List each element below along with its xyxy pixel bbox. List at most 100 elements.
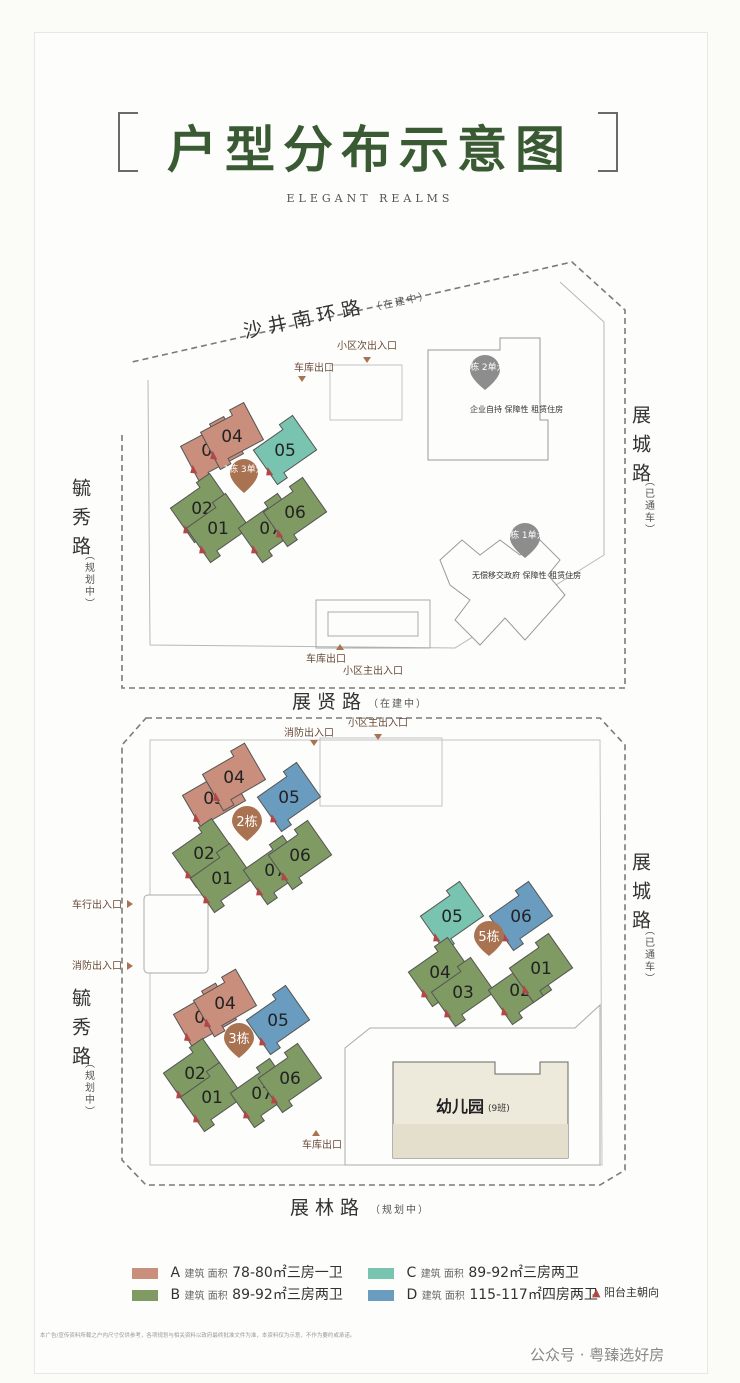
road-zhanlin-note: （规划中）: [370, 1203, 430, 1216]
unit-04: 04: [407, 936, 473, 1008]
balcony-marker: [204, 1018, 212, 1028]
balcony-marker: [433, 933, 441, 942]
pin-b1-1: 1栋 1单元: [504, 523, 546, 558]
balcony-marker: [251, 545, 259, 554]
unit-01: 01: [179, 1061, 245, 1133]
unit-label: 05: [267, 1011, 289, 1031]
unit-label: 01: [201, 1088, 223, 1108]
legend-c: C 建筑 面积 89-92㎡三房两卫: [368, 1262, 579, 1282]
balcony-marker: [184, 1032, 192, 1042]
unit-01: 01: [508, 932, 574, 1004]
legend-d: D 建筑 面积 115-117㎡四房两卫: [368, 1284, 598, 1304]
legend-area-a: 78-80㎡: [232, 1265, 287, 1281]
upper-rental-tower-2: [439, 539, 566, 646]
unit-shape: [257, 1042, 323, 1114]
unit-label: 04: [214, 994, 236, 1014]
legend-area-c: 89-92㎡: [468, 1265, 524, 1281]
road-zhancheng-upper-note: （已通车）: [643, 476, 655, 536]
legend-b: B 建筑 面积 89-92㎡三房两卫: [132, 1284, 343, 1304]
page-frame: [34, 32, 708, 1374]
unit-label: 02: [193, 844, 215, 864]
unit-label: 01: [211, 869, 233, 889]
unit-04: 04: [192, 968, 258, 1038]
unit-label: 02: [184, 1064, 206, 1084]
entrance-marker: [363, 357, 371, 363]
balcony-marker: [421, 989, 429, 998]
balcony-marker: [213, 792, 221, 802]
legend-sub-b: 建筑 面积: [184, 1291, 228, 1302]
entrance-fire-lower: 消防出入口: [284, 726, 334, 739]
unit-label: 05: [278, 788, 300, 808]
lower-west-plaza: [143, 894, 209, 974]
entrance-garage-lower: 车库出口: [302, 1138, 342, 1151]
road-zhanxian-note: （在建中）: [368, 697, 428, 710]
svg-text:2栋: 2栋: [236, 814, 257, 830]
legend-type-a: 三房一卫: [286, 1265, 343, 1281]
upper-garage-ramp: [315, 599, 431, 649]
rental-note-2: 无偿移交政府 保障性 租赁住房: [472, 570, 581, 580]
legend-key-b: B: [170, 1287, 181, 1303]
legend-a: A 建筑 面积 78-80㎡三房一卫: [132, 1262, 343, 1282]
legend-balcony: ▲ 阳台主朝向: [592, 1284, 659, 1300]
road-zhancheng-lower-note: （已通车）: [643, 925, 655, 985]
legend-area-d: 115-117㎡: [469, 1287, 542, 1303]
unit-label: 03: [452, 983, 474, 1003]
unit-shape: [201, 742, 267, 812]
upper-site-boundary: [121, 261, 626, 689]
unit-label: 01: [530, 959, 552, 979]
unit-label: 05: [441, 907, 463, 927]
road-zhanlin-label: 展林路: [290, 1197, 365, 1219]
legend-type-c: 三房两卫: [523, 1265, 580, 1281]
unit-04: 04: [201, 742, 267, 812]
entrance-marker: [312, 1130, 320, 1136]
unit-label: 04: [223, 768, 245, 788]
entrance-marker: [310, 740, 318, 746]
entrance-marker: [127, 900, 133, 908]
balcony-marker: [259, 1037, 267, 1046]
unit-label: 04: [221, 427, 243, 447]
entrance-marker: [374, 734, 382, 740]
unit-label: 06: [510, 907, 532, 927]
lower-open-plaza: [319, 737, 443, 807]
legend-balcony-label: 阳台主朝向: [603, 1286, 659, 1299]
unit-label: 05: [274, 441, 296, 461]
legend-type-b: 三房两卫: [286, 1287, 343, 1303]
entrance-marker: [298, 376, 306, 382]
unit-shape: [245, 984, 311, 1056]
unit-label: 06: [279, 1069, 301, 1089]
road-yuxiu-lower-note: （规划中）: [83, 1058, 95, 1118]
svg-text:1栋 3单元: 1栋 3单元: [223, 463, 264, 475]
entrance-garage-upper-2: 车库出口: [306, 652, 346, 665]
lower-inner-boundary: [149, 739, 603, 1166]
road-yuxiu-upper: 毓秀路: [69, 478, 91, 565]
pin-b5: 5栋: [474, 921, 504, 956]
balcony-marker: [210, 450, 218, 460]
road-shajing-note: （在建中）: [370, 289, 431, 314]
legend-area-b: 89-92㎡: [232, 1287, 287, 1303]
unit-05: 05: [245, 984, 311, 1056]
legend-swatch-b: [132, 1289, 158, 1301]
balcony-marker: [522, 985, 530, 994]
entrance-garage-upper: 车库出口: [294, 361, 334, 374]
lower-site-boundary: [121, 717, 626, 1186]
upper-rental-tower-1: [427, 337, 549, 461]
unit-shape: [256, 761, 322, 833]
unit-05: 05: [256, 761, 322, 833]
entrance-main-upper: 小区主出入口: [343, 664, 403, 677]
balcony-marker: [276, 529, 284, 538]
kindergarten-note: (9班): [488, 1102, 510, 1114]
entrance-vehicle: 车行出入口: [72, 898, 122, 911]
legend-key-a: A: [170, 1265, 181, 1281]
balcony-triangle-icon: ▲: [592, 1286, 601, 1299]
balcony-marker: [256, 887, 264, 896]
unit-05: 05: [252, 414, 318, 486]
rental-note-1: 企业自持 保障性 租赁住房: [470, 404, 563, 414]
balcony-marker: [243, 1110, 251, 1119]
left-bracket: [118, 112, 138, 172]
svg-text:1栋 1单元: 1栋 1单元: [504, 529, 545, 541]
unit-label: 01: [207, 519, 229, 539]
entrance-main-lower: 小区主出入口: [348, 716, 408, 729]
balcony-marker: [281, 872, 289, 881]
entrance-marker: [336, 644, 344, 650]
